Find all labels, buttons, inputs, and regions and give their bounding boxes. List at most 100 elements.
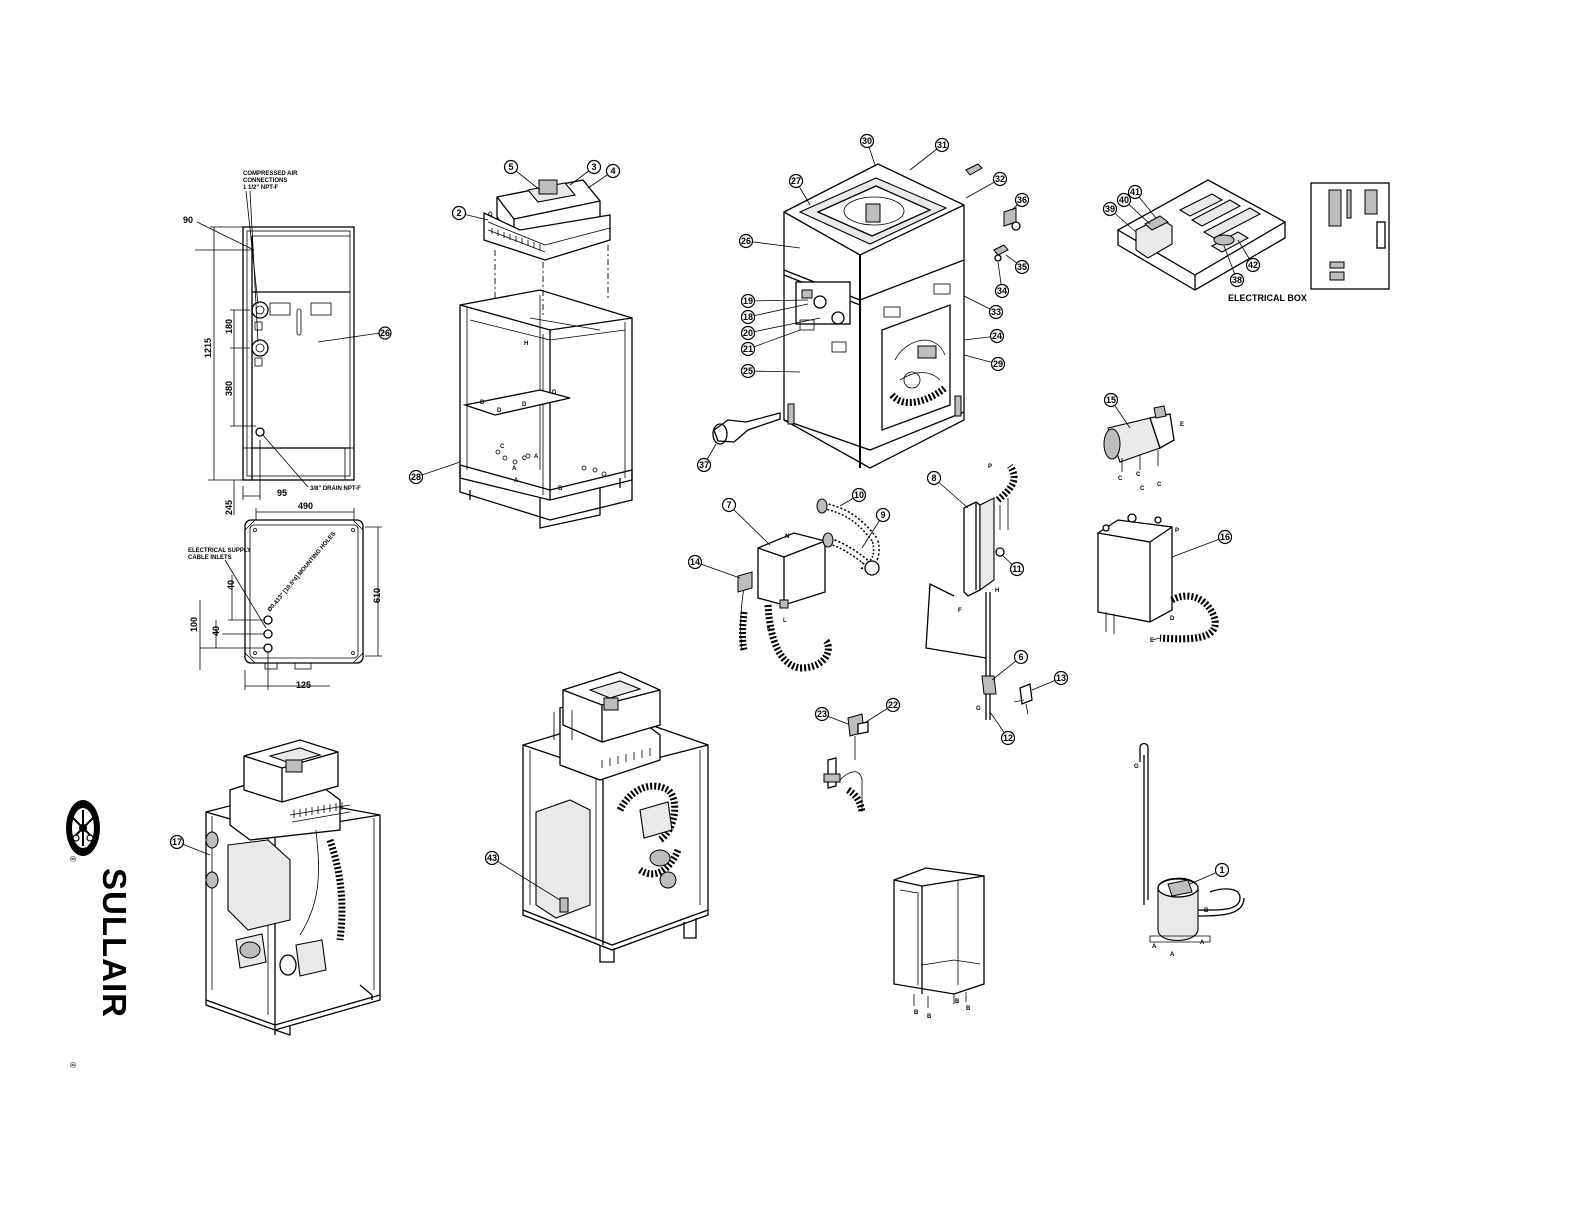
callout-bubble-7 xyxy=(721,497,737,513)
sullair-logo: SULLAIR ® ® xyxy=(66,800,133,1068)
callout-bubble-22 xyxy=(885,697,901,713)
frame-letter-d-1: D xyxy=(522,402,527,408)
panel-letter-b-4: B xyxy=(966,1006,971,1012)
callout-bubble-26 xyxy=(738,233,754,249)
callout-number-3: 3 xyxy=(591,162,596,172)
callout-1: 1 xyxy=(1189,862,1230,885)
callout-35: 35 xyxy=(1005,254,1030,275)
compressor-view: A A A B G xyxy=(1134,742,1245,958)
dim-40-a: 40 xyxy=(226,580,236,590)
callout-20: 20 xyxy=(740,317,821,341)
callout-number-27: 27 xyxy=(791,176,801,186)
callout-27: 27 xyxy=(788,173,811,206)
comp-letter-a-1: A xyxy=(1152,944,1157,950)
callout-bubble-5 xyxy=(503,159,519,175)
callout-15: 15 xyxy=(1103,392,1131,429)
callout-number-24: 24 xyxy=(992,331,1002,341)
callout-bubble-13 xyxy=(1053,670,1069,686)
callout-39: 39 xyxy=(1102,201,1137,233)
motor-letter-c-1: C xyxy=(1118,476,1123,482)
callout-29: 29 xyxy=(963,354,1006,372)
callout-bubble-14 xyxy=(687,554,703,570)
callout-leader-20 xyxy=(747,317,821,334)
electrical-box-label: ELECTRICAL BOX xyxy=(1228,293,1307,303)
callout-leader-16 xyxy=(1171,536,1226,558)
callout-bubble-15 xyxy=(1103,392,1119,408)
callout-3: 3 xyxy=(569,159,602,186)
compressed-air-note-line-1: COMPRESSED AIR xyxy=(243,171,298,177)
pipe-letter-p: P xyxy=(988,464,992,470)
callout-bubble-27 xyxy=(788,173,804,189)
callout-18: 18 xyxy=(740,303,809,325)
callout-bubble-9 xyxy=(875,507,891,523)
callout-number-11: 11 xyxy=(1012,564,1022,574)
callout-number-41: 41 xyxy=(1130,187,1140,197)
callout-bubble-6 xyxy=(1013,649,1029,665)
callout-33: 33 xyxy=(963,295,1004,320)
callout-26-side: 26 xyxy=(317,326,392,343)
callout-number-39: 39 xyxy=(1105,204,1115,214)
callout-leader-28 xyxy=(415,461,461,478)
callout-9: 9 xyxy=(861,507,891,549)
compressed-air-note-line-2: CONNECTIONS xyxy=(243,178,287,184)
callout-38: 38 xyxy=(1223,245,1245,288)
callout-11: 11 xyxy=(1001,554,1025,577)
callout-number-33: 33 xyxy=(991,307,1001,317)
callout-number-35: 35 xyxy=(1017,262,1027,272)
callout-number-31: 31 xyxy=(937,140,947,150)
fan-motor-view: C C C C E xyxy=(1103,405,1184,492)
hx-letter-k: K xyxy=(767,626,772,632)
callout-10: 10 xyxy=(839,487,867,507)
callout-21: 21 xyxy=(740,329,801,357)
frame-letter-a-2: A xyxy=(512,466,517,472)
compressed-air-note-line-3: 1 1/2" NPT-F xyxy=(243,185,279,191)
callout-number-5: 5 xyxy=(508,162,513,172)
callout-bubble-20 xyxy=(740,325,756,341)
callout-number-12: 12 xyxy=(1003,733,1013,743)
callout-30: 30 xyxy=(859,133,876,166)
dim-90: 90 xyxy=(183,215,193,225)
callout-leader-25 xyxy=(747,370,801,373)
callout-40: 40 xyxy=(1116,192,1151,225)
frame-letter-d-3: D xyxy=(480,400,485,406)
dim-95: 95 xyxy=(277,488,287,498)
callout-number-29: 29 xyxy=(993,359,1003,369)
callout-number-10: 10 xyxy=(854,490,864,500)
callout-4: 4 xyxy=(587,163,621,189)
drain-note: 3/8" DRAIN NPT-F xyxy=(310,486,361,492)
electrical-supply-note-line-2: CABLE INLETS xyxy=(188,555,232,561)
callout-number-4: 4 xyxy=(610,166,615,176)
callout-number-19: 19 xyxy=(743,296,753,306)
callout-22: 22 xyxy=(865,697,901,723)
callout-number-38: 38 xyxy=(1232,275,1242,285)
callout-34: 34 xyxy=(994,261,1010,299)
callout-36: 36 xyxy=(1011,192,1030,211)
panel-letter-b-3: B xyxy=(955,999,960,1005)
electrical-box-view: ELECTRICAL BOX xyxy=(1116,179,1390,303)
callout-leader-19 xyxy=(747,299,809,302)
callout-42: 42 xyxy=(1237,239,1261,273)
panel-letter-b-2: B xyxy=(927,1014,932,1020)
callout-leader-43 xyxy=(491,857,561,901)
callout-number-14: 14 xyxy=(690,557,700,567)
callout-16: 16 xyxy=(1171,529,1233,558)
callout-bubble-19 xyxy=(740,293,756,309)
dim-245: 245 xyxy=(224,500,234,515)
comp-letter-b: B xyxy=(1204,908,1209,914)
dim-1215: 1215 xyxy=(203,338,213,358)
motor-letter-c-4: C xyxy=(1157,482,1162,488)
callout-7: 7 xyxy=(721,497,771,546)
callout-bubble-34 xyxy=(994,283,1010,299)
callout-number-6: 6 xyxy=(1018,652,1023,662)
callout-41: 41 xyxy=(1127,184,1157,219)
callout-24: 24 xyxy=(963,328,1005,344)
plan-view: Ø0.413" [10.5*4] MOUNTING HOLES ELECTRIC… xyxy=(188,501,382,690)
callout-bubble-23 xyxy=(814,706,830,722)
callout-number-36: 36 xyxy=(1017,195,1027,205)
callout-bubble-36 xyxy=(1014,192,1030,208)
assembled-view-right xyxy=(522,671,709,963)
callout-37: 37 xyxy=(696,443,717,473)
filter-pipe-view: P F H G xyxy=(925,463,1033,720)
callout-number-37: 37 xyxy=(699,460,709,470)
callout-leader-21 xyxy=(747,329,801,350)
